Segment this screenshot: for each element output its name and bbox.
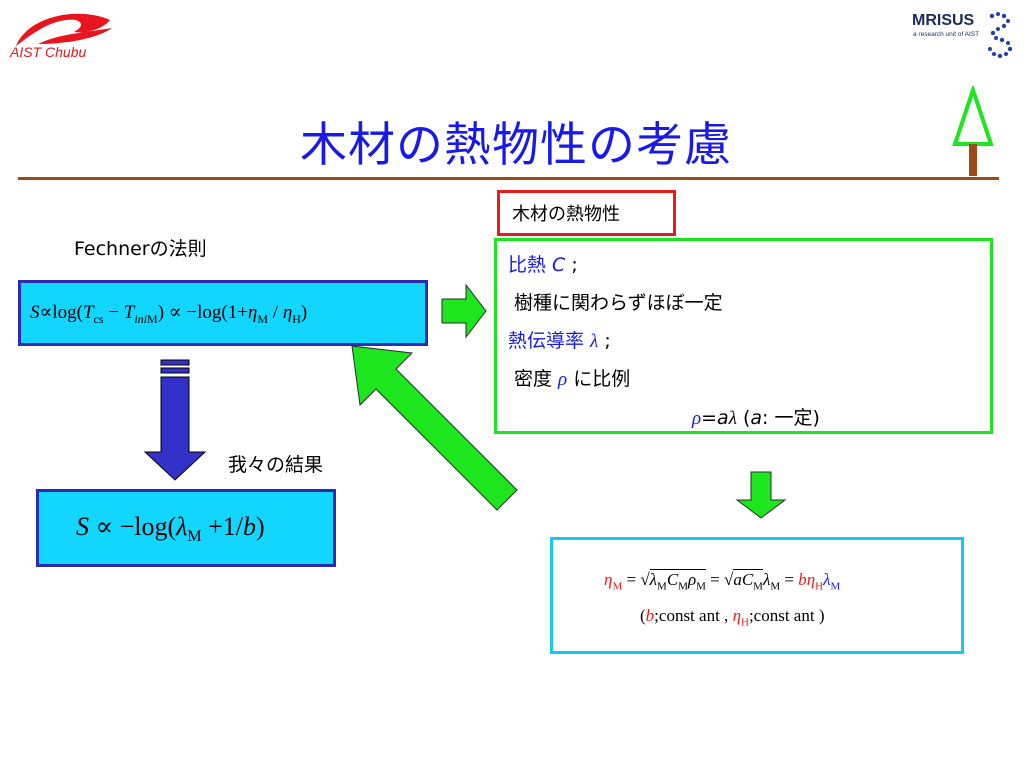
rho-relation: ρ=aλ (a: 一定): [692, 407, 820, 429]
title-divider: [18, 177, 999, 180]
mrisus-logo-text: MRISUS: [912, 12, 975, 29]
thermal-props-box: [494, 238, 993, 434]
mrisus-subtitle: a research unit of AIST: [913, 31, 980, 38]
thermal-props-title-box: [497, 190, 676, 236]
conductivity-line: 熱伝導率 λ ;: [508, 330, 611, 352]
result-formula: S ∝ −log(λM +1/b): [76, 512, 265, 546]
density-line: 密度 ρ に比例: [514, 368, 631, 390]
mrisus-dots-icon: [988, 12, 1013, 59]
right-green-arrow: [441, 283, 487, 339]
eta-equation: ηM = √λMCMρM = √aCMλM = bηHλM: [604, 569, 841, 593]
slide-title: 木材の熱物性の考慮: [300, 118, 732, 173]
fechner-formula-box: [18, 280, 428, 346]
specific-heat-line: 比熱 C ;: [508, 254, 578, 276]
specific-heat-note: 樹種に関わらずほぼ一定: [514, 292, 723, 314]
our-result-label: 我々の結果: [228, 454, 324, 476]
aist-chubu-logo: [16, 13, 112, 46]
constants-note: (b;const ant , ηH;const ant ): [640, 606, 825, 629]
diagonal-green-arrow: [351, 345, 518, 511]
thermal-props-title: 木材の熱物性: [512, 204, 620, 225]
tree-icon: [952, 86, 994, 176]
down-green-arrow: [735, 471, 787, 519]
fechner-law-label: Fechnerの法則: [74, 238, 207, 260]
aist-chubu-label: AIST Chubu: [10, 44, 87, 60]
result-equation-box: [550, 537, 964, 654]
result-formula-box: [36, 489, 336, 567]
fechner-formula: S∝log(Tcs − TiniM) ∝ −log(1+ηM / ηH): [30, 302, 308, 326]
down-blue-arrow: [143, 359, 207, 481]
